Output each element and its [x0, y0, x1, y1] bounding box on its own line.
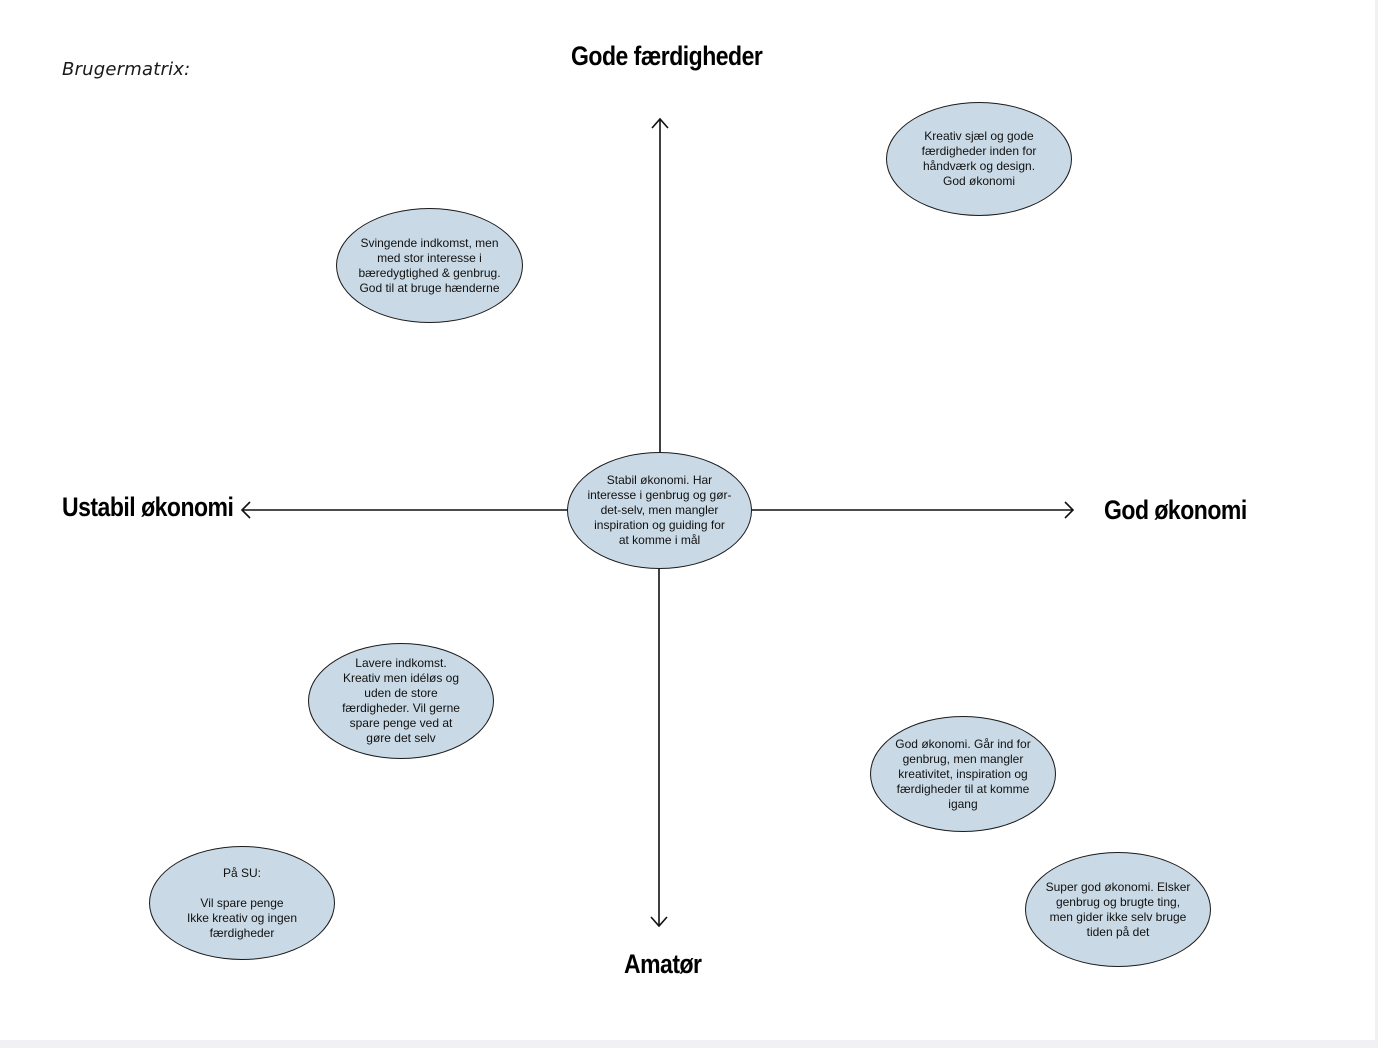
persona-bubble-center: Stabil økonomi. Har interesse i genbrug …	[567, 452, 752, 569]
arrowhead-left	[240, 501, 251, 519]
persona-text-top-right: Kreativ sjæl og gode færdigheder inden f…	[921, 129, 1037, 188]
bottom-border-strip	[0, 1040, 1378, 1048]
persona-text-bottom-right-upper: God økonomi. Går ind for genbrug, men ma…	[895, 736, 1031, 811]
persona-bubble-top-right: Kreativ sjæl og gode færdigheder inden f…	[886, 102, 1072, 216]
persona-text-top-left: Svingende indkomst, men med stor interes…	[358, 235, 501, 295]
persona-bubble-bottom-right-lower: Super god økonomi. Elsker genbrug og bru…	[1025, 852, 1211, 967]
axis-label-top: Gode færdigheder	[571, 40, 763, 71]
persona-text-bottom-right-lower: Super god økonomi. Elsker genbrug og bru…	[1045, 879, 1191, 939]
arrowhead-up	[651, 117, 669, 129]
axis-label-bottom: Amatør	[624, 948, 702, 979]
right-border-strip	[1375, 0, 1378, 1048]
persona-bubble-top-left: Svingende indkomst, men med stor interes…	[336, 208, 523, 323]
axis-label-right: God økonomi	[1104, 494, 1247, 525]
persona-text-bottom-left-upper: Lavere indkomst. Kreativ men idéløs og u…	[342, 656, 460, 745]
matrix-title: Brugermatrix:	[62, 59, 191, 80]
persona-bubble-bottom-left-upper: Lavere indkomst. Kreativ men idéløs og u…	[308, 643, 494, 759]
persona-text-bottom-left-lower: På SU: Vil spare penge Ikke kreativ og i…	[186, 865, 298, 940]
arrowhead-right	[1064, 501, 1075, 519]
persona-bubble-bottom-left-lower: På SU: Vil spare penge Ikke kreativ og i…	[149, 846, 335, 960]
axis-label-left: Ustabil økonomi	[62, 491, 234, 522]
persona-text-center: Stabil økonomi. Har interesse i genbrug …	[587, 473, 732, 547]
arrowhead-down	[650, 916, 668, 928]
persona-bubble-bottom-right-upper: God økonomi. Går ind for genbrug, men ma…	[870, 716, 1056, 832]
